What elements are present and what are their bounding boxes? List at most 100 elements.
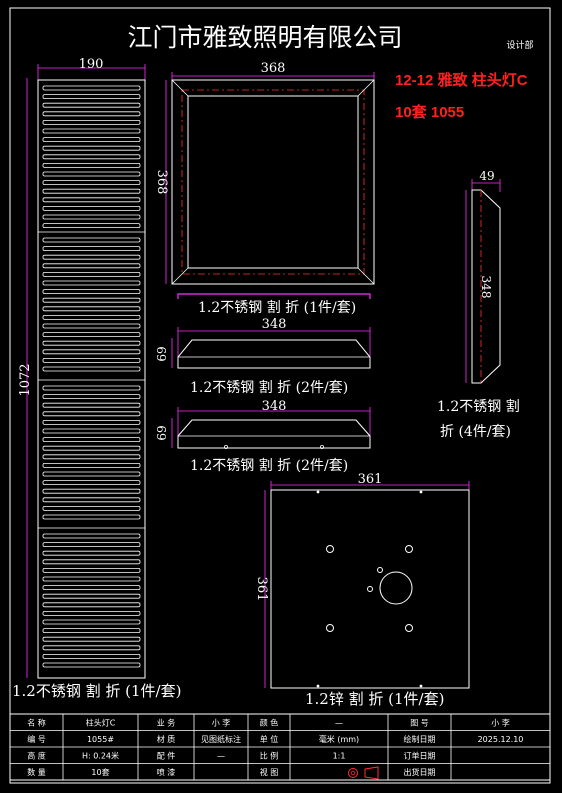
title-block-label: 高 度 (27, 751, 46, 761)
base-plate-edge-hole (419, 684, 423, 688)
vent-slot (42, 214, 141, 220)
vent-slot (42, 137, 141, 143)
vent-slot (42, 94, 141, 99)
title-block-value: 1055# (87, 735, 114, 744)
title-block-value: 毫米 (mm) (319, 734, 359, 744)
strip-a-caption: 1.2不锈钢 割 折 (2件/套) (190, 379, 348, 396)
vent-slot (42, 162, 141, 168)
vent-slot (42, 349, 141, 355)
vent-slot (42, 480, 141, 486)
title-block-label: 颜 色 (260, 718, 279, 728)
base-plate-outline (270, 489, 470, 689)
vent-slot (42, 568, 141, 573)
base-plate-edge-hole (419, 490, 423, 494)
vent-slot (42, 145, 141, 151)
base-plate-mount-hole (405, 624, 413, 632)
vent-slot (42, 611, 141, 616)
vent-slot (42, 246, 141, 252)
vent-slot (42, 550, 141, 556)
vent-slot (42, 488, 141, 494)
vent-slot (42, 636, 141, 642)
vent-slot (42, 514, 141, 520)
side-piece-width-label: 49 (479, 169, 494, 183)
title-block-grid (10, 714, 550, 780)
vent-slot (42, 628, 141, 633)
frame-height-label: 368 (154, 170, 169, 195)
vent-slot (42, 645, 141, 651)
base-plate-mount-hole (326, 624, 334, 632)
strip-b-hole (223, 444, 228, 449)
vent-slot (42, 171, 141, 177)
strip-b-length-label: 348 (262, 399, 287, 414)
long-panel-caption: 1.2不锈钢 割 折 (1件/套) (12, 682, 181, 700)
title-block-label: 材 质 (157, 734, 176, 744)
long-panel-width-label: 190 (79, 57, 104, 72)
side-piece-height-label: 348 (479, 276, 493, 299)
vent-slot (42, 197, 141, 203)
title-block-value: 2025.12.10 (478, 735, 524, 744)
company-title: 江门市雅致照明有限公司 (127, 23, 402, 52)
title-block-label: 图 号 (410, 719, 429, 728)
title-block-value: 1:1 (333, 752, 346, 761)
vent-slot (42, 111, 141, 117)
strip-b-part: 348 69 1.2不锈钢 割 折 (2件/套) (155, 399, 371, 474)
vent-slot (42, 306, 141, 312)
vent-slot (42, 280, 141, 286)
vent-slot (42, 402, 141, 408)
department-label: 设计部 (506, 39, 533, 51)
vent-slot (42, 602, 141, 608)
vent-slot (42, 237, 141, 243)
title-block-value: 柱头灯C (86, 718, 116, 728)
vent-slot (42, 542, 141, 547)
title-block-label: 比 例 (260, 751, 279, 761)
vent-slot (42, 385, 141, 391)
vent-slot (42, 533, 141, 539)
frame-corner-miter (357, 79, 375, 97)
base-plate-edge-hole (316, 490, 320, 494)
title-block-value: 10套 (91, 767, 109, 777)
vent-slots (42, 85, 141, 668)
title-block-label: 配 件 (157, 751, 176, 761)
vent-slot (42, 263, 141, 269)
long-panel-outline (37, 79, 146, 679)
strip-b-outline (177, 419, 371, 449)
vent-slot (42, 662, 141, 668)
vent-slot (42, 411, 141, 417)
side-piece-caption-line2: 折 (4件/套) (440, 424, 511, 440)
title-block-label: 单 位 (260, 734, 279, 744)
long-panel-part: 190 1072 1.2不锈钢 割 折 (1件/套) (12, 57, 181, 700)
frame-bend-line (181, 89, 365, 275)
side-piece-caption-line1: 1.2不锈钢 割 (437, 398, 520, 415)
vent-slot (42, 497, 141, 503)
vent-slot (42, 297, 141, 303)
vent-slot (42, 445, 141, 451)
base-plate-width-label: 361 (358, 472, 383, 487)
frame-section-mark (177, 293, 371, 299)
vent-slot (42, 254, 141, 260)
frame-inner-edge (187, 95, 359, 269)
order-note-line1: 12-12 雅致 柱头灯C (395, 71, 528, 89)
order-note-line2: 10套 1055 (395, 103, 464, 121)
title-block-label: 视 图 (260, 767, 279, 777)
vent-slot (42, 323, 141, 329)
vent-slot (42, 340, 141, 346)
vent-slot (42, 462, 141, 468)
frame-width-label: 368 (261, 61, 286, 76)
frame-part: 368 368 1.2不锈钢 割 折 (1件/套) (154, 61, 375, 316)
vent-slot (42, 585, 141, 590)
vent-slot (42, 85, 141, 91)
vent-slot (42, 128, 141, 134)
frame-outer-edge (171, 79, 375, 285)
strip-a-length-label: 348 (262, 317, 287, 332)
title-block-value: 小 李 (491, 718, 510, 728)
title-block-label: 名 称 (27, 718, 46, 728)
base-plate-caption: 1.2锌 割 折 (1件/套) (305, 690, 444, 708)
strip-a-height-label: 69 (155, 346, 169, 361)
title-block-value: 小 李 (212, 718, 231, 728)
vent-slot (42, 357, 141, 363)
vent-slot (42, 505, 141, 511)
vent-slot (42, 654, 141, 659)
